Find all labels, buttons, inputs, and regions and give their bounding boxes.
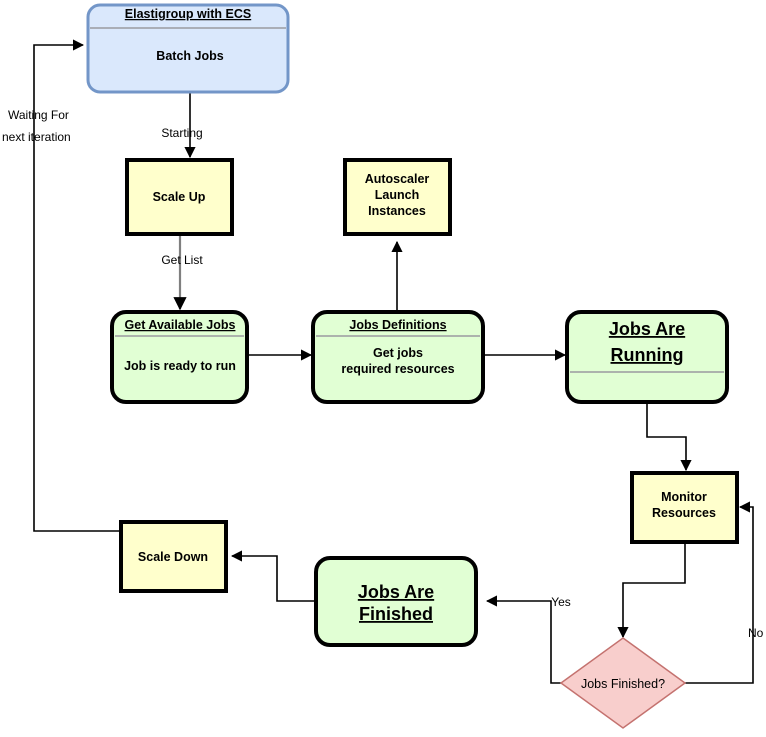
- node-jobs-definitions-line1: Get jobs: [373, 346, 423, 360]
- node-get-available-jobs-body: Job is ready to run: [124, 359, 236, 373]
- node-jobs-definitions-title: Jobs Definitions: [349, 318, 446, 332]
- node-scale-up-label: Scale Up: [153, 190, 206, 204]
- node-get-available-jobs-title: Get Available Jobs: [125, 318, 236, 332]
- node-monitor-resources-line2: Resources: [652, 506, 716, 520]
- edge-jobs-are-finished-to-scale-down: [230, 550, 315, 602]
- node-jobs-are-running[interactable]: Jobs Are Running: [565, 310, 729, 404]
- node-jobs-are-finished[interactable]: Jobs Are Finished: [314, 556, 478, 647]
- node-autoscaler-line3: Instances: [368, 204, 426, 218]
- edge-label-waiting-line2: next iteration: [2, 130, 71, 144]
- node-elastigroup-title: Elastigroup with ECS: [125, 7, 251, 21]
- edge-label-yes: Yes: [551, 595, 571, 609]
- edge-label-starting: Starting: [161, 126, 202, 140]
- edge-label-get-list: Get List: [161, 253, 203, 267]
- node-autoscaler-line2: Launch: [375, 188, 419, 202]
- edge-decision-no-to-monitor-resources: No: [685, 501, 764, 684]
- edge-jobs-are-running-to-monitor-resources: [646, 402, 692, 472]
- node-jobs-finished-decision[interactable]: Jobs Finished?: [559, 637, 687, 729]
- node-scale-down-label: Scale Down: [138, 550, 208, 564]
- node-jobs-are-finished-line2: Finished: [359, 604, 433, 624]
- node-elastigroup-body: Batch Jobs: [156, 49, 223, 63]
- edge-scale-down-to-elastigroup: Waiting For next iteration: [2, 39, 120, 532]
- node-jobs-are-running-line2: Running: [611, 345, 684, 365]
- edge-label-no: No: [748, 626, 764, 640]
- node-get-available-jobs[interactable]: Get Available Jobs Job is ready to run: [110, 310, 249, 404]
- node-scale-up[interactable]: Scale Up: [125, 158, 234, 236]
- node-autoscaler-line1: Autoscaler: [365, 172, 430, 186]
- edge-label-waiting-line1: Waiting For: [8, 108, 69, 122]
- node-monitor-resources-line1: Monitor: [661, 490, 707, 504]
- node-jobs-finished-label: Jobs Finished?: [581, 677, 665, 691]
- edge-elastigroup-to-scale-up: Starting: [161, 92, 203, 159]
- node-elastigroup[interactable]: Elastigroup with ECS Batch Jobs: [86, 3, 290, 94]
- node-jobs-definitions-line2: required resources: [341, 362, 454, 376]
- node-scale-down[interactable]: Scale Down: [119, 520, 228, 593]
- node-jobs-are-finished-line1: Jobs Are: [358, 582, 434, 602]
- node-jobs-definitions[interactable]: Jobs Definitions Get jobs required resou…: [311, 310, 485, 404]
- edge-scale-up-to-get-available-jobs: Get List: [161, 234, 203, 311]
- node-monitor-resources[interactable]: Monitor Resources: [630, 471, 739, 544]
- edge-decision-yes-to-jobs-are-finished: Yes: [485, 595, 571, 684]
- node-jobs-are-running-line1: Jobs Are: [609, 319, 685, 339]
- node-autoscaler-launch-instances[interactable]: Autoscaler Launch Instances: [343, 158, 452, 236]
- edge-monitor-resources-to-decision: [617, 542, 686, 639]
